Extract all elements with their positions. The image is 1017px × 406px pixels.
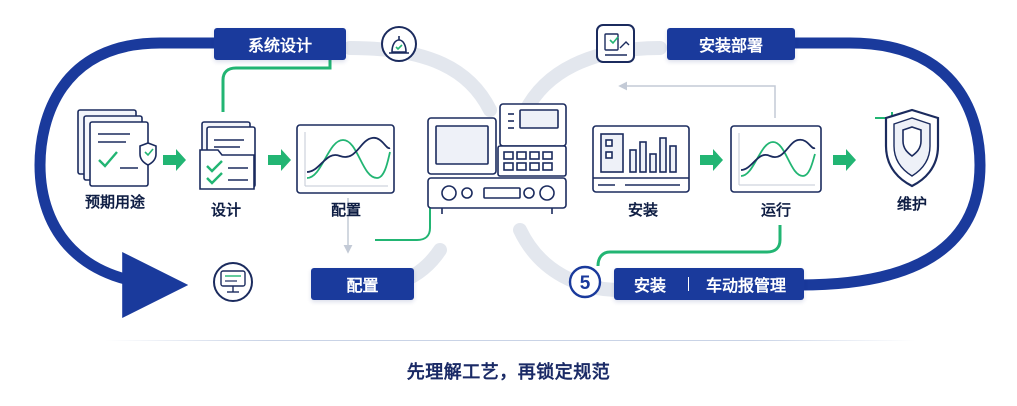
label-install: 安装 <box>627 202 658 219</box>
design-document-icon <box>199 121 256 190</box>
step-number-text: 5 <box>580 273 591 294</box>
pill-system-design-label: 系统设计 <box>247 38 312 55</box>
pill-system-design: 系统设计 <box>214 28 346 60</box>
pill-install-manage: 安装 车动报管理 <box>614 268 804 300</box>
label-intended-use: 预期用途 <box>84 194 145 211</box>
footer-caption: 先理解工艺，再锁定规范 <box>406 362 611 382</box>
label-design: 设计 <box>210 202 241 219</box>
pill-install-deploy-label: 安装部署 <box>698 38 763 55</box>
arrow-2 <box>268 149 291 171</box>
label-maintain: 维护 <box>896 196 927 213</box>
control-panel-icon <box>592 125 690 193</box>
arrow-1 <box>163 149 186 171</box>
arrow-3 <box>700 149 723 171</box>
pill-install-deploy: 安装部署 <box>667 28 795 60</box>
label-run: 运行 <box>760 202 791 219</box>
gray-arrow-feedback <box>618 81 776 118</box>
documents-shield-icon <box>77 109 157 187</box>
shield-icon <box>884 108 940 188</box>
monitor-badge-icon <box>213 262 253 302</box>
green-connector-design <box>221 58 332 112</box>
pill-configuration: 配置 <box>311 268 414 300</box>
industrial-equipment-icon <box>427 103 567 214</box>
bell-badge-icon <box>381 26 417 62</box>
green-connector-run <box>596 225 782 267</box>
step-number-badge: 5 <box>568 265 602 299</box>
pill-configuration-label: 配置 <box>346 278 379 295</box>
gray-track-right <box>513 41 667 297</box>
blue-track-left <box>34 37 221 318</box>
pill-divider <box>688 277 689 291</box>
pill-install-label: 安装 <box>634 278 667 295</box>
arrow-4 <box>833 149 856 171</box>
label-configure: 配置 <box>330 202 361 219</box>
pill-manage-label: 车动报管理 <box>706 278 787 295</box>
blue-track-right <box>789 37 986 291</box>
waveform-monitor-icon-left <box>296 124 395 194</box>
green-step-arrows <box>163 149 856 171</box>
green-connector-config <box>375 195 431 241</box>
waveform-monitor-icon-right <box>730 125 822 193</box>
footer-divider <box>105 340 915 341</box>
device-badge-icon <box>596 24 635 63</box>
